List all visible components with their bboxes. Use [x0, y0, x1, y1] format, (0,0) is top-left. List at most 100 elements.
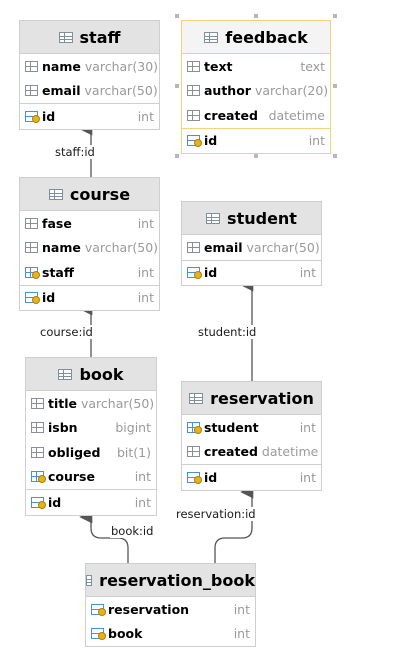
selection-handle[interactable]	[254, 14, 258, 18]
label-student-id: student:id	[197, 325, 258, 339]
table-title: course	[69, 184, 131, 204]
table-icon	[206, 212, 221, 224]
column-name: text	[204, 58, 233, 74]
selection-handle[interactable]	[175, 84, 179, 88]
table-title: student	[227, 208, 297, 228]
key-row[interactable]: id int	[20, 103, 159, 129]
table-title: reservation_book	[99, 570, 255, 590]
column-icon	[187, 109, 200, 121]
column-name: created	[204, 107, 258, 123]
column-type: varchar(20)	[254, 83, 329, 99]
table-title: book	[79, 364, 124, 384]
column-name: id	[42, 290, 56, 306]
column-icon	[25, 60, 38, 72]
column-row[interactable]: fase int	[20, 211, 159, 236]
column-name: email	[42, 83, 81, 99]
label-book-id: book:id	[110, 524, 155, 538]
selection-handle[interactable]	[333, 84, 337, 88]
selection-handle[interactable]	[333, 154, 337, 158]
table-title: staff	[79, 27, 121, 47]
column-name: id	[42, 108, 56, 124]
table-icon	[48, 188, 63, 200]
table-header[interactable]: course	[20, 178, 159, 211]
label-staff-id: staff:id	[54, 145, 96, 159]
column-type: int	[137, 264, 154, 280]
selection-handle[interactable]	[175, 14, 179, 18]
primary-key-icon	[187, 135, 202, 148]
selection-handle[interactable]	[333, 14, 337, 18]
label-course-id: course:id	[39, 325, 94, 339]
column-icon	[187, 60, 200, 72]
column-type: text	[300, 58, 325, 74]
column-name: author	[204, 83, 251, 99]
column-type: varchar(30)	[84, 58, 159, 74]
column-row[interactable]: isbn bigint	[26, 416, 156, 441]
table-header[interactable]: student	[182, 202, 321, 235]
column-name: student	[204, 419, 259, 435]
table-header[interactable]: reservation_book	[86, 564, 255, 597]
column-name: fase	[42, 215, 72, 231]
column-type: varchar(50)	[246, 239, 320, 255]
column-name: course	[48, 469, 95, 485]
column-name: reservation	[108, 601, 190, 617]
column-name: title	[48, 395, 77, 411]
primary-key-icon	[25, 292, 40, 305]
table-header[interactable]: book	[26, 358, 156, 391]
column-name: id	[204, 133, 218, 149]
column-name: obliged	[48, 444, 101, 460]
column-icon	[187, 446, 200, 458]
table-title: feedback	[225, 27, 308, 47]
column-name: id	[204, 265, 218, 281]
column-type: int	[233, 626, 250, 642]
table-header[interactable]: feedback	[182, 21, 330, 54]
column-row[interactable]: created datetime	[182, 103, 330, 128]
column-type: datetime	[268, 107, 325, 123]
column-icon	[31, 397, 44, 409]
column-icon	[25, 242, 38, 254]
column-type: int	[137, 215, 154, 231]
column-type: int	[137, 108, 154, 124]
table-icon	[204, 31, 219, 43]
table-header[interactable]: reservation	[182, 382, 321, 415]
column-icon	[31, 446, 44, 458]
column-icon	[25, 217, 38, 229]
column-row[interactable]: text text	[182, 54, 330, 79]
primary-key-icon	[31, 496, 46, 509]
column-name: name	[42, 240, 81, 256]
column-type: varchar(50)	[81, 395, 155, 411]
column-type: datetime	[261, 444, 319, 460]
column-type: bigint	[115, 420, 151, 436]
selection-handle[interactable]	[175, 154, 179, 158]
column-name: name	[42, 58, 81, 74]
table-header[interactable]: staff	[20, 21, 159, 54]
selection-handle[interactable]	[254, 154, 258, 158]
column-name: isbn	[48, 420, 78, 436]
primary-key-icon	[91, 628, 106, 641]
column-name: id	[204, 469, 218, 485]
